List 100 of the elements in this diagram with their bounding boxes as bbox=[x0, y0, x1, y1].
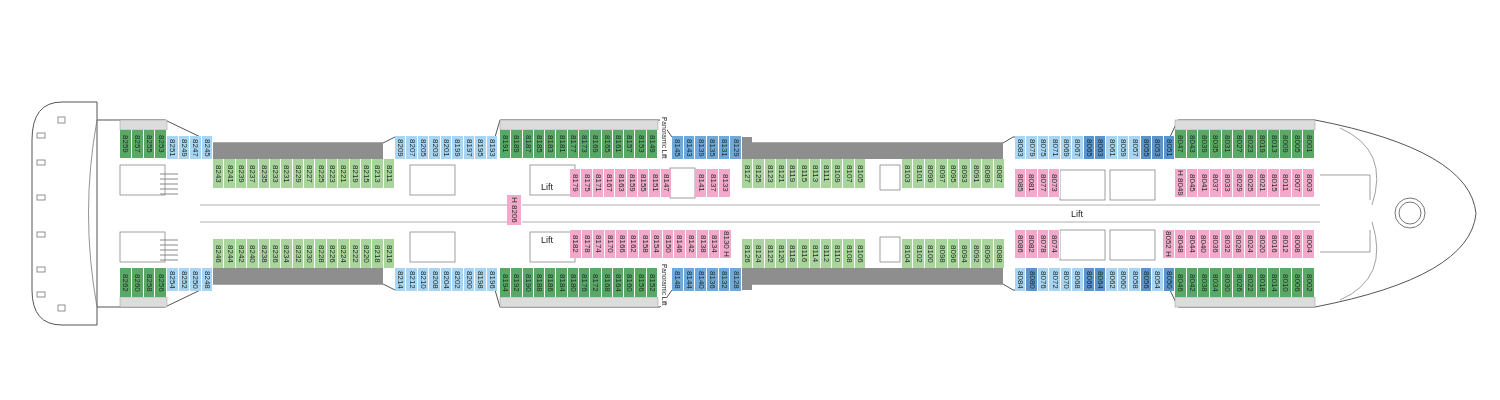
cabin: 8057 bbox=[1129, 136, 1141, 159]
cabin: 8129 bbox=[730, 136, 742, 159]
cabin: 8109 bbox=[832, 159, 844, 188]
cabin: 8088 bbox=[993, 239, 1005, 268]
cabin: 8179 bbox=[570, 169, 582, 197]
cabin: 8087 bbox=[993, 159, 1005, 188]
cabin: 8177 bbox=[567, 130, 579, 158]
cabin: 8231 bbox=[281, 159, 293, 188]
cabin: 8105 bbox=[854, 159, 866, 188]
cabin: 8181 bbox=[556, 130, 568, 158]
cabin: 8219 bbox=[349, 159, 361, 188]
cabin: 8165 bbox=[601, 130, 613, 158]
cabin: 8176 bbox=[579, 268, 591, 297]
cabin: 8262 bbox=[120, 268, 132, 297]
cabin: 8034 bbox=[1210, 268, 1222, 297]
cabin: 8168 bbox=[601, 268, 613, 297]
cabin: 8026 bbox=[1233, 268, 1245, 297]
cabin: 8221 bbox=[338, 159, 350, 188]
cabin: 8130 H bbox=[720, 230, 732, 258]
cabin: 8090 bbox=[982, 239, 994, 268]
cabin: 8028 bbox=[1233, 230, 1245, 258]
cabin: 8190 bbox=[522, 268, 534, 297]
cabin: 8035 bbox=[1210, 130, 1222, 158]
cabin: 8163 bbox=[615, 169, 627, 197]
cabin: 8194 bbox=[500, 268, 512, 297]
cabin: 8140 bbox=[695, 268, 707, 291]
cabin: 8213 bbox=[372, 159, 384, 188]
cabin: 8102 bbox=[913, 239, 925, 268]
cabin: 8114 bbox=[809, 239, 821, 268]
cabin: 8082 bbox=[1026, 230, 1038, 258]
cabin: 8154 bbox=[651, 230, 663, 258]
cabin: 8122 bbox=[764, 239, 776, 268]
cabin: 8135 bbox=[707, 136, 719, 159]
cabin: 8115 bbox=[798, 159, 810, 188]
cabin: 8234 bbox=[281, 239, 293, 268]
cabin: 8050 bbox=[1163, 268, 1175, 291]
cabin: 8101 bbox=[913, 159, 925, 188]
cabin: 8235 bbox=[258, 159, 270, 188]
cabin: 8148 bbox=[672, 268, 684, 291]
cabin: 8203 bbox=[429, 136, 441, 159]
cabin: 8077 bbox=[1037, 169, 1049, 197]
lift-label: Lift bbox=[541, 236, 553, 245]
cabin: 8113 bbox=[809, 159, 821, 188]
cabin: 8046 bbox=[1175, 268, 1187, 297]
cabin: 8136 bbox=[707, 268, 719, 291]
cabin: 8010 bbox=[1280, 268, 1292, 297]
cabin: 8158 bbox=[639, 230, 651, 258]
cabin: 8047 bbox=[1175, 130, 1187, 158]
cabin: 8015 bbox=[1268, 169, 1280, 197]
cabin: 8159 bbox=[626, 169, 638, 197]
cabin: 8175 bbox=[581, 169, 593, 197]
cabin: 8011 bbox=[1280, 169, 1292, 197]
cabin: 8167 bbox=[604, 169, 616, 197]
cabin: 8256 bbox=[155, 268, 167, 297]
cabin: 8171 bbox=[592, 169, 604, 197]
cabin: 8052 H bbox=[1163, 230, 1175, 258]
cabin: 8013 bbox=[1268, 130, 1280, 158]
cabin: 8110 bbox=[832, 239, 844, 268]
cabin: 8166 bbox=[616, 230, 628, 258]
cabin: 8138 bbox=[697, 230, 709, 258]
cabin: 8016 bbox=[1268, 230, 1280, 258]
lift-label: Lift bbox=[1071, 210, 1083, 219]
cabin: 8157 bbox=[624, 130, 636, 158]
cabin: 8241 bbox=[224, 159, 236, 188]
cabin: 8145 bbox=[672, 136, 684, 159]
cabin: 8051 bbox=[1163, 136, 1175, 159]
cabin: 8037 bbox=[1210, 169, 1222, 197]
cabin: 8078 bbox=[1037, 230, 1049, 258]
cabin: 8244 bbox=[224, 239, 236, 268]
cabin: 8022 bbox=[1245, 268, 1257, 297]
cabin: 8149 bbox=[646, 130, 658, 158]
cabin: 8199 bbox=[452, 136, 464, 159]
cabin: 8237 bbox=[247, 159, 259, 188]
cabin: 8097 bbox=[936, 159, 948, 188]
cabin: 8098 bbox=[936, 239, 948, 268]
cabin: 8039 bbox=[1198, 130, 1210, 158]
cabin: 8067 bbox=[1072, 136, 1084, 159]
cabin: 8186 bbox=[545, 268, 557, 297]
cabin: 8065 bbox=[1083, 136, 1095, 159]
cabin: H 8206 bbox=[507, 195, 522, 225]
cabin: 8124 bbox=[753, 239, 765, 268]
cabin: 8038 bbox=[1198, 268, 1210, 297]
cabin: 8116 bbox=[798, 239, 810, 268]
cabin: 8222 bbox=[349, 239, 361, 268]
cabin: 8147 bbox=[660, 169, 672, 197]
cabin: 8054 bbox=[1152, 268, 1164, 291]
cabin: 8072 bbox=[1049, 268, 1061, 291]
cabin: 8081 bbox=[1026, 169, 1038, 197]
cabin: 8032 bbox=[1221, 230, 1234, 258]
cabin: 8127 bbox=[742, 159, 754, 188]
cabin: 8228 bbox=[315, 239, 327, 268]
cabin: 8218 bbox=[372, 239, 384, 268]
cabin: 8068 bbox=[1072, 268, 1084, 291]
cabin: 8025 bbox=[1245, 169, 1257, 197]
cabin: 8152 bbox=[646, 268, 658, 297]
cabin: 8062 bbox=[1106, 268, 1118, 291]
cabin: 8079 bbox=[1026, 136, 1038, 159]
cabin: 8118 bbox=[787, 239, 799, 268]
cabin: 8104 bbox=[902, 239, 914, 268]
cabin: 8195 bbox=[475, 136, 487, 159]
